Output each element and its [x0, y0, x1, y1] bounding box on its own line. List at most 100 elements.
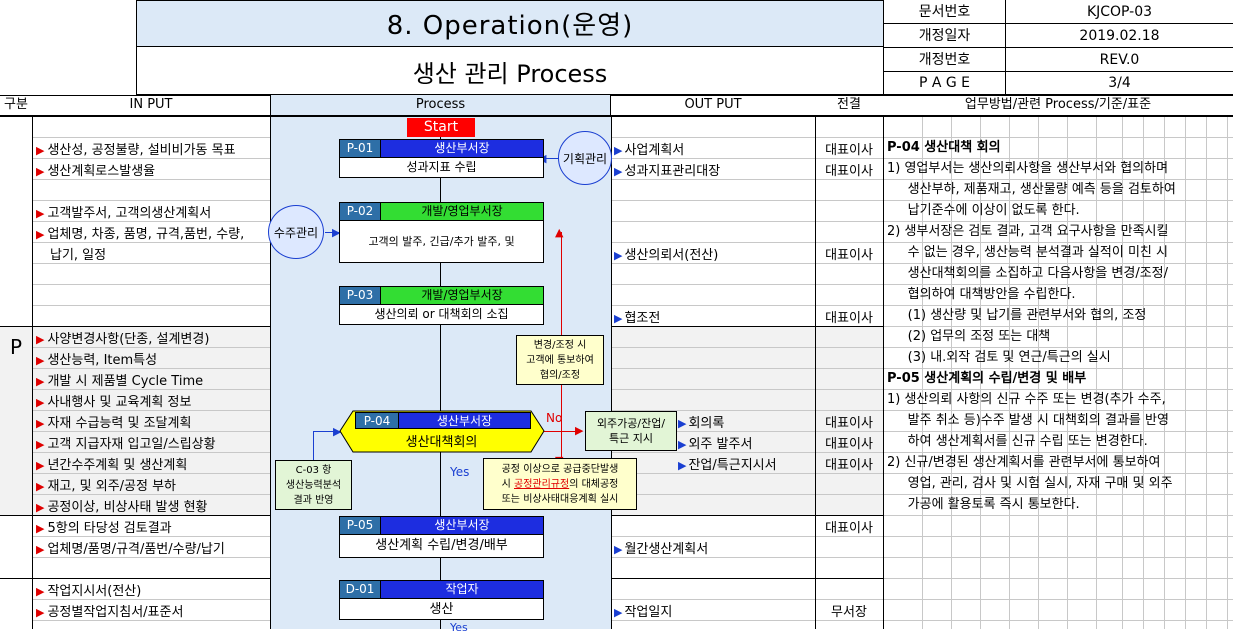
method-line: 2) 생부서장은 검토 결과, 고객 요구사항을 만족시킬: [887, 224, 1169, 239]
method-line: 협의하여 대책방안을 수립한다.: [887, 287, 1076, 302]
grid-line: [1185, 116, 1186, 629]
rule-line: [611, 95, 612, 629]
grid-line: [815, 599, 883, 600]
bullet-triangle-icon: ▶: [36, 207, 45, 220]
bullet-triangle-icon: ▶: [678, 438, 687, 451]
bullet-triangle-icon: ▶: [36, 522, 45, 535]
flow-line: [440, 178, 441, 202]
grid-line: [32, 536, 270, 537]
grid-line: [815, 305, 883, 306]
grid-line: [815, 620, 883, 621]
method-line: (1) 생산량 및 납기를 관련부서와 협의, 조정: [887, 308, 1147, 323]
rule-line: [611, 326, 883, 327]
input-item: ▶작업지시서(전산): [36, 584, 142, 599]
grid-line: [32, 389, 270, 390]
bullet-triangle-icon: ▶: [614, 312, 623, 325]
col-approval: 전결: [837, 97, 861, 112]
phase-label: P: [9, 335, 23, 359]
process-code: P-04: [356, 413, 399, 428]
approval-item: 대표이사: [825, 416, 873, 431]
method-line: 납기준수에 이상이 없도록 한다.: [887, 203, 1080, 218]
output-item: ▶생산의뢰서(전산): [614, 248, 719, 263]
grid-line: [815, 284, 883, 285]
method-line: 영업, 관리, 검사 및 시험 실시, 자재 구매 및 외주: [887, 476, 1173, 491]
grid-line: [1227, 116, 1228, 629]
regulation-link[interactable]: 공정관리규정: [514, 479, 570, 490]
grid-line: [1096, 116, 1097, 629]
meta-label: 문서번호: [884, 0, 1006, 24]
method-line: 2) 신규/변경된 생산계획서를 관련부서에 통보하여: [887, 455, 1161, 470]
grid-line: [883, 431, 1233, 432]
grid-line: [611, 431, 815, 432]
output-item: ▶협조전: [614, 311, 661, 326]
output-item: ▶잔업/특근지시서: [678, 458, 777, 473]
process-task: 고객의 발주, 긴급/추가 발주, 및: [340, 220, 543, 263]
arrow-right-icon: ▶: [575, 424, 584, 437]
bullet-triangle-icon: ▶: [678, 459, 687, 472]
grid-line: [611, 158, 815, 159]
col-process: Process: [270, 95, 611, 115]
yes-label-bottom: Yes: [450, 621, 468, 634]
bullet-triangle-icon: ▶: [36, 585, 45, 598]
grid-line: [1067, 116, 1068, 629]
flow-line: [440, 263, 441, 286]
grid-line: [32, 200, 270, 201]
grid-line: [883, 389, 1233, 390]
bullet-triangle-icon: ▶: [36, 144, 45, 157]
col-output: OUT PUT: [684, 97, 742, 112]
bullet-triangle-icon: ▶: [36, 606, 45, 619]
method-line: 발주 취소 등)수주 발생 시 대책회의 결과를 반영: [887, 413, 1169, 428]
bullet-triangle-icon: ▶: [36, 333, 45, 346]
grid-line: [32, 347, 270, 348]
output-item: ▶성과지표관리대장: [614, 164, 721, 179]
grid-line: [611, 599, 815, 600]
input-shaded-area: [0, 326, 270, 515]
link-line: [313, 431, 314, 460]
grid-line: [883, 158, 1233, 159]
title-bar: [136, 0, 884, 47]
input-item: ▶년간수주계획 및 생산계획: [36, 458, 188, 473]
grid-line: [1122, 116, 1123, 629]
grid-line: [815, 431, 883, 432]
output-item: ▶월간생산계획서: [614, 542, 709, 557]
approval-item: 대표이사: [825, 143, 873, 158]
grid-line: [980, 116, 981, 629]
rule-line: [32, 116, 33, 629]
grid-line: [611, 179, 815, 180]
method-line: 하여 생산계획서를 신규 수립 또는 변경한다.: [887, 434, 1148, 449]
method-line: 1) 생산의뢰 사항의 신규 수주 또는 변경(추가 수주,: [887, 392, 1166, 407]
rule-line: [611, 578, 883, 579]
grid-line: [815, 368, 883, 369]
grid-line: [815, 158, 883, 159]
grid-line: [883, 473, 1233, 474]
meta-label: 개정번호: [884, 48, 1006, 72]
grid-line: [883, 347, 1233, 348]
process-task: 생산계획 수립/변경/배부: [340, 534, 543, 557]
grid-line: [32, 557, 270, 558]
flow-line: [440, 558, 441, 580]
input-item: ▶고객 지급자재 입고일/스립상황: [36, 437, 216, 452]
method-line: 생산부하, 제품재고, 생산물량 예측 등을 검토하여: [887, 182, 1176, 197]
grid-line: [611, 557, 815, 558]
process-owner: 생산부서장: [381, 140, 543, 157]
input-item: ▶자재 수급능력 및 조달계획: [36, 416, 192, 431]
note-change: 변경/조정 시 고객에 통보하여 협의/조정: [516, 335, 604, 385]
bullet-triangle-icon: ▶: [36, 459, 45, 472]
meta-value: REV.0: [1099, 52, 1140, 68]
grid-line: [883, 137, 1233, 138]
process-code: P-03: [340, 287, 381, 304]
circle-plan-mgmt: 기획관리: [558, 131, 612, 185]
process-code: P-02: [340, 203, 381, 220]
rule-line: [0, 116, 1233, 117]
grid-line: [883, 179, 1233, 180]
note-outsource: 외주가공/잔업/ 특근 지시: [585, 411, 677, 451]
process-owner: 개발/영업부서장: [381, 203, 543, 220]
bullet-triangle-icon: ▶: [36, 417, 45, 430]
meta-row: 개정번호 REV.0: [884, 48, 1233, 72]
grid-line: [1009, 116, 1010, 629]
